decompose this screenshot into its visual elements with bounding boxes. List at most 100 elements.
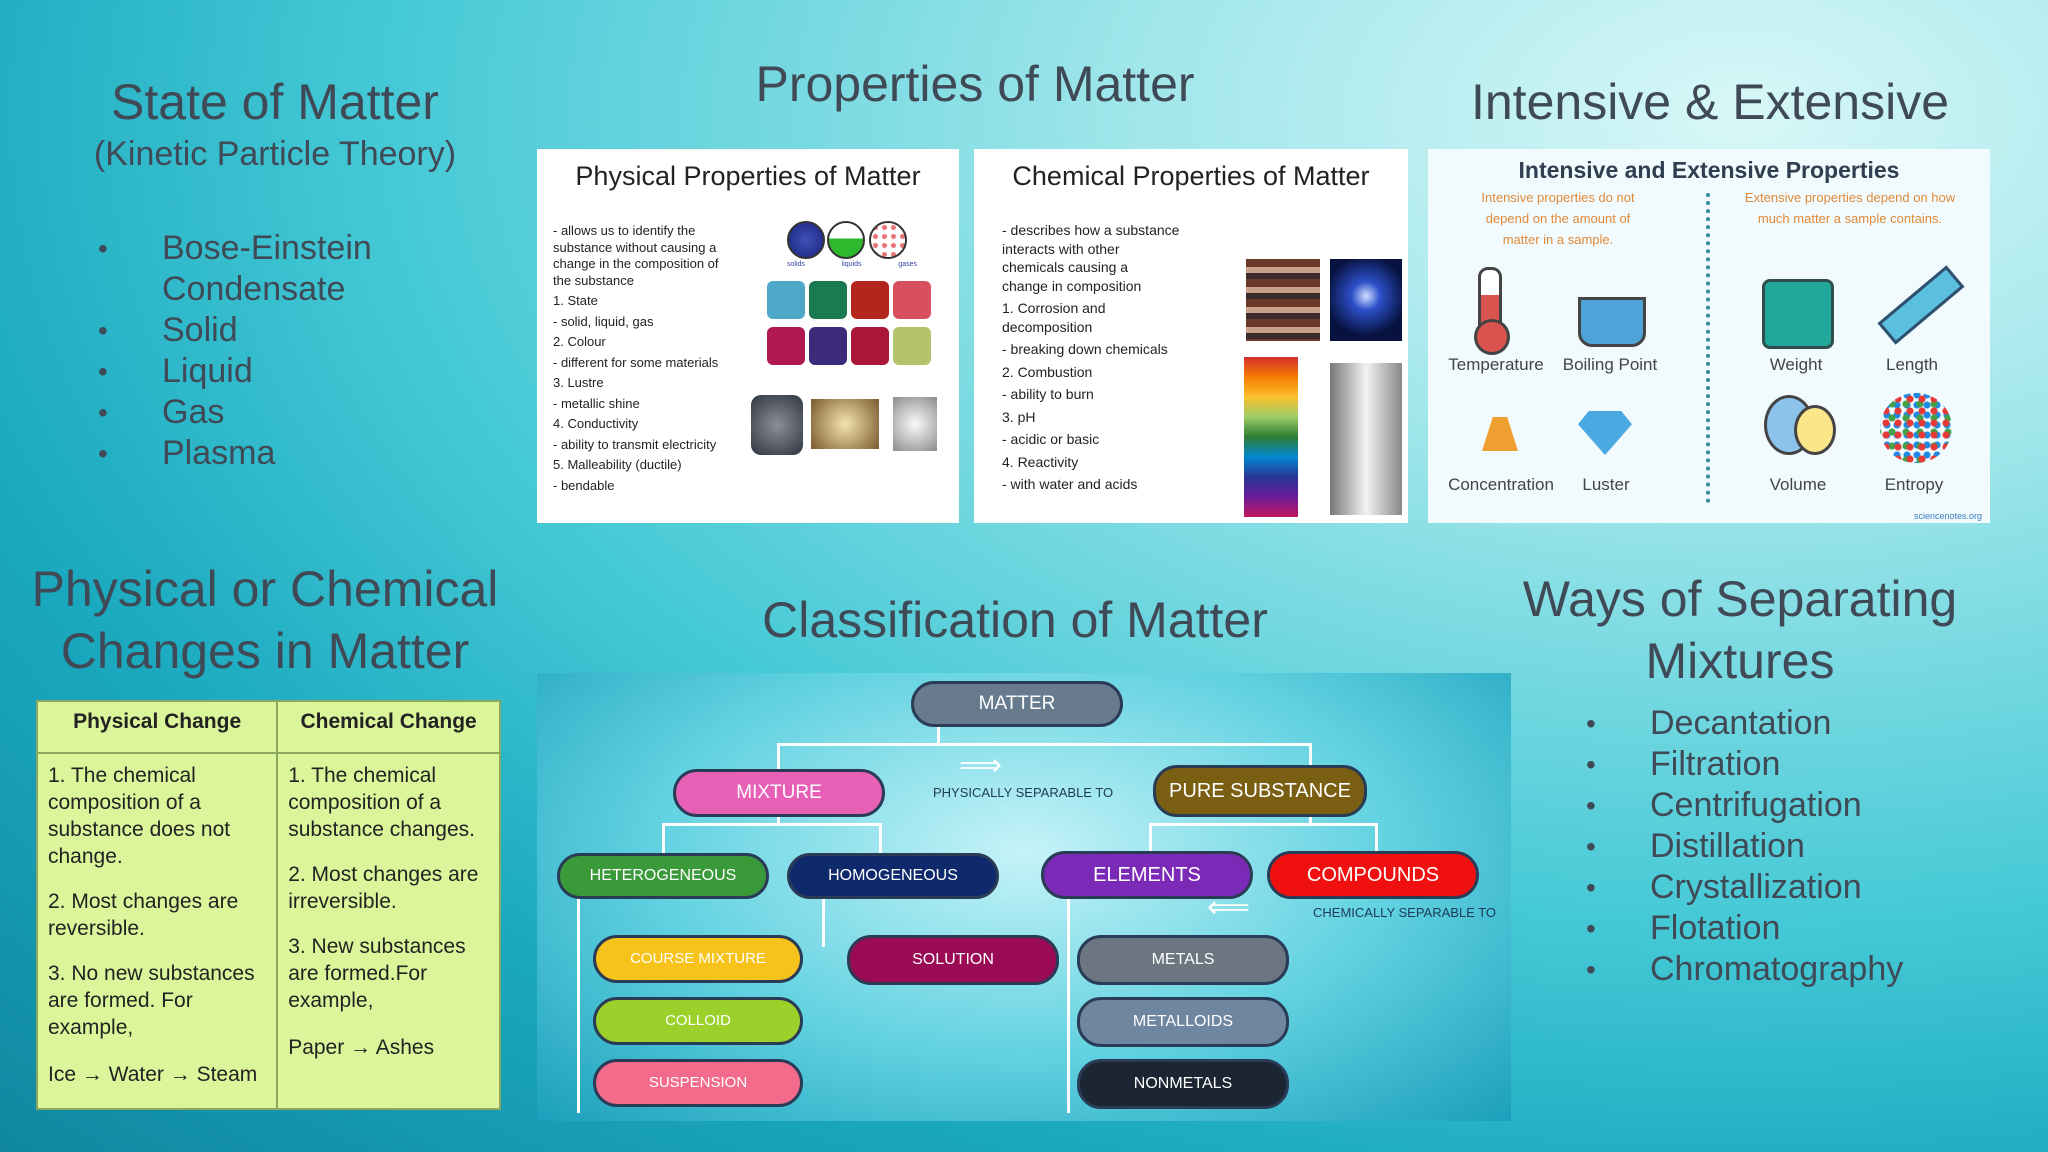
line: - with water and acids	[1002, 476, 1138, 492]
node-mixture: MIXTURE	[673, 769, 885, 817]
label-concentration: Concentration	[1448, 475, 1554, 494]
row-4-physical: Ice → Water → Steam	[48, 1063, 258, 1086]
node-colloid: COLLOID	[593, 997, 803, 1045]
connector	[1067, 873, 1070, 1113]
gem-swatch	[893, 327, 931, 365]
thermometer-bulb-icon	[1474, 319, 1510, 355]
label-volume: Volume	[1769, 475, 1827, 494]
line: - ability to transmit electricity	[553, 436, 717, 452]
node-heterogeneous: HETEROGENEOUS	[557, 853, 769, 899]
entropy-icon	[1880, 393, 1952, 463]
connector	[879, 823, 882, 853]
node-compounds: COMPOUNDS	[1267, 851, 1479, 899]
header-physical: Physical Change	[35, 700, 279, 754]
node-metals: METALS	[1077, 935, 1289, 985]
beaker-photo	[1330, 363, 1402, 515]
lamp-photo	[811, 399, 879, 449]
physical-properties-panel: Physical Properties of Matter - allows u…	[537, 149, 959, 523]
line: decomposition	[1002, 318, 1093, 335]
line: the substance	[553, 272, 634, 288]
line: 1. Corrosion and	[1002, 300, 1106, 316]
node-nonmetals: NONMETALS	[1077, 1059, 1289, 1109]
foil-photo	[893, 397, 937, 451]
row-4-chemical: Paper → Ashes	[288, 1036, 435, 1059]
gem-swatch	[809, 281, 847, 319]
separating-item: Decantation	[1586, 703, 2006, 744]
properties-title: Properties of Matter	[755, 56, 1195, 112]
liquid-icon	[827, 221, 865, 259]
intensive-desc: Intensive properties do not depend on th…	[1481, 190, 1635, 247]
gem-swatch	[851, 327, 889, 365]
row-2-chemical: 2. Most changes are irreversible.	[288, 863, 479, 913]
line: 3. Lustre	[553, 375, 604, 390]
node-pure-substance: PURE SUBSTANCE	[1153, 765, 1367, 817]
line: 2. Colour	[553, 334, 606, 349]
connector	[1375, 823, 1378, 853]
icon-label: liquids	[841, 261, 862, 268]
node-course-mixture: COURSE MIXTURE	[593, 935, 803, 983]
physical-lines: - allows us to identify the substance wi…	[553, 221, 753, 496]
state-title: State of Matter (Kinetic Particle Theory…	[60, 72, 490, 175]
line: - describes how a substance	[1002, 222, 1180, 238]
line: - allows us to identify the	[553, 223, 696, 238]
label-boiling-point: Boiling Point	[1562, 355, 1658, 374]
table-row: 1. The chemical composition of a substan…	[35, 752, 501, 1110]
row-3-physical: 3. No new substances are formed. For exa…	[48, 962, 255, 1039]
separating-item: Centrifugation	[1586, 785, 2006, 826]
separating-title: Ways of Separating Mixtures	[1522, 571, 1958, 689]
changes-table: Physical Change Chemical Change 1. The c…	[35, 700, 501, 1110]
separating-item: Flotation	[1586, 908, 2006, 949]
solid-icon	[787, 221, 825, 259]
node-homogeneous: HOMOGENEOUS	[787, 853, 999, 899]
line: - ability to burn	[1002, 386, 1094, 402]
node-solution: SOLUTION	[847, 935, 1059, 985]
ph-scale	[1244, 357, 1298, 517]
state-item: Solid	[98, 310, 428, 351]
row-2-physical: 2. Most changes are reversible.	[48, 890, 239, 940]
separating-item: Crystallization	[1586, 867, 2006, 908]
line: change in composition	[1002, 277, 1142, 294]
row-3-chemical: 3. New substances are formed.For example…	[288, 935, 466, 1012]
connector	[937, 713, 940, 745]
node-elements: ELEMENTS	[1041, 851, 1253, 899]
connector	[777, 743, 1312, 746]
gas-icon	[869, 221, 907, 259]
gem-swatch	[767, 327, 805, 365]
connector	[662, 823, 882, 826]
connector	[777, 743, 780, 779]
connector	[822, 873, 825, 947]
mineral-photo	[751, 395, 803, 455]
line: - metallic shine	[553, 395, 640, 411]
intensive-panel-title: Intensive and Extensive Properties	[1518, 157, 1900, 183]
ruler-icon	[1877, 265, 1965, 345]
line: 3. pH	[1002, 408, 1036, 425]
line: 4. Conductivity	[553, 416, 639, 431]
pot-icon	[1578, 297, 1646, 347]
row-1-chemical: 1. The chemical composition of a substan…	[288, 764, 475, 841]
state-item: Plasma	[98, 433, 428, 474]
node-metalloids: METALLOIDS	[1077, 997, 1289, 1047]
credit-text: sciencenotes.org	[1913, 511, 1982, 521]
connector	[662, 823, 665, 853]
line: 2. Combustion	[1002, 363, 1093, 380]
state-list: Bose-Einstein Condensate Solid Liquid Ga…	[98, 228, 428, 474]
connector	[1149, 823, 1377, 826]
gem-swatch	[893, 281, 931, 319]
extensive-desc: Extensive properties depend on how much …	[1744, 190, 1956, 226]
rust-photo	[1246, 259, 1320, 341]
separating-item: Filtration	[1586, 744, 2006, 785]
separating-list: Decantation Filtration Centrifugation Di…	[1586, 703, 2006, 990]
line: chemicals causing a	[1002, 259, 1129, 275]
table-cell: 1. The chemical composition of a substan…	[276, 752, 501, 1110]
classification-diagram: ⟹ PHYSICALLY SEPARABLE TO ⟸ CHEMICALLY S…	[537, 673, 1511, 1121]
phys-sep-label: PHYSICALLY SEPARABLE TO	[933, 785, 1114, 800]
line: - acidic or basic	[1002, 431, 1100, 447]
state-subtitle: (Kinetic Particle Theory)	[93, 135, 457, 173]
label-temperature: Temperature	[1448, 355, 1544, 374]
line: - solid, liquid, gas	[553, 313, 654, 329]
gem-swatch	[767, 281, 805, 319]
line: 4. Reactivity	[1002, 453, 1079, 470]
gem-swatch	[809, 327, 847, 365]
classification-title: Classification of Matter	[762, 592, 1268, 648]
line: substance without causing a	[553, 239, 717, 255]
